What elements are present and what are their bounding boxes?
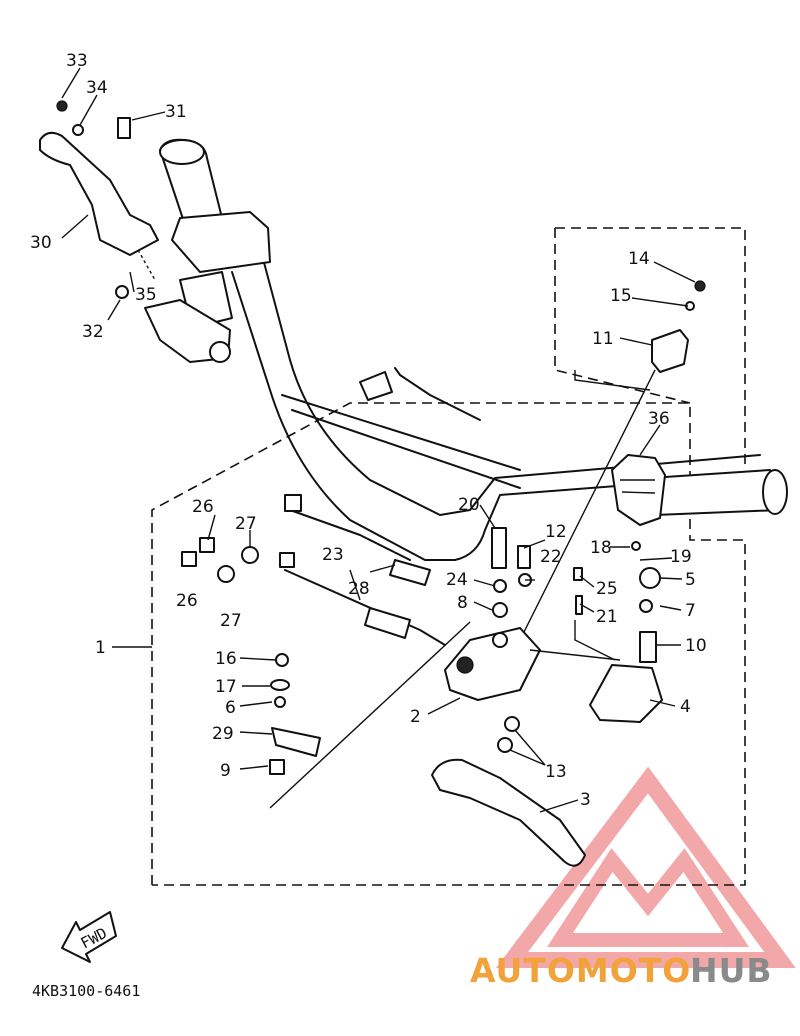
callout-27b: 27: [220, 611, 242, 631]
callout-29: 29: [212, 724, 234, 744]
callout-28: 28: [348, 579, 370, 599]
assembly-boundary-1: [151, 402, 746, 886]
callout-26b: 26: [176, 591, 198, 611]
callout-31: 31: [165, 102, 187, 122]
callout-36: 36: [648, 409, 670, 429]
callout-2: 2: [410, 707, 421, 727]
callout-14: 14: [628, 249, 650, 269]
callout-5: 5: [685, 570, 696, 590]
callout-34: 34: [86, 78, 108, 98]
callout-16: 16: [215, 649, 237, 669]
callout-12: 12: [545, 522, 567, 542]
callout-23: 23: [322, 545, 344, 565]
callout-6: 6: [225, 698, 236, 718]
callout-11: 11: [592, 329, 614, 349]
callout-25: 25: [596, 579, 618, 599]
callout-33: 33: [66, 51, 88, 71]
handlebar: [144, 138, 788, 561]
callout-26a: 26: [192, 497, 214, 517]
callout-24: 24: [446, 570, 468, 590]
watermark-brand: AUTOMOTO HUB: [470, 951, 773, 990]
callout-labels: 1 2 3 4 5 6 7 8 9 10 11 12 13 14 15 16 1…: [30, 51, 707, 810]
leader-lines: [61, 67, 696, 813]
switch-11: [519, 280, 706, 641]
assembly-boundary-11: [554, 227, 746, 470]
callout-3: 3: [580, 790, 591, 810]
callout-8: 8: [457, 593, 468, 613]
callout-17: 17: [215, 677, 237, 697]
fasteners: [181, 527, 641, 775]
callout-13: 13: [545, 762, 567, 782]
watermark-logo: [495, 766, 796, 968]
callout-20: 20: [458, 495, 480, 515]
callout-21: 21: [596, 607, 618, 627]
callout-7: 7: [685, 601, 696, 621]
callout-10: 10: [685, 636, 707, 656]
callout-30: 30: [30, 233, 52, 253]
callout-27a: 27: [235, 514, 257, 534]
bracket-4: [589, 567, 663, 723]
brand-text-b: HUB: [690, 951, 773, 990]
callout-4: 4: [680, 697, 691, 717]
callout-18: 18: [590, 538, 612, 558]
lever-holder-2: [444, 627, 541, 701]
callout-32: 32: [82, 322, 104, 342]
callout-22: 22: [540, 547, 562, 567]
callout-1: 1: [95, 638, 106, 658]
fwd-arrow-icon: FWD: [61, 911, 117, 963]
clutch-lever-30: [39, 100, 159, 299]
callout-15: 15: [610, 286, 632, 306]
catalog-code: 4KB3100-6461: [32, 982, 140, 1000]
callout-19: 19: [670, 547, 692, 567]
callout-9: 9: [220, 761, 231, 781]
brake-lever-3: [431, 716, 586, 867]
switch-36: [611, 454, 666, 526]
brand-text-a: AUTOMOTO: [470, 951, 691, 990]
cables: [279, 367, 481, 646]
callout-35: 35: [135, 285, 157, 305]
